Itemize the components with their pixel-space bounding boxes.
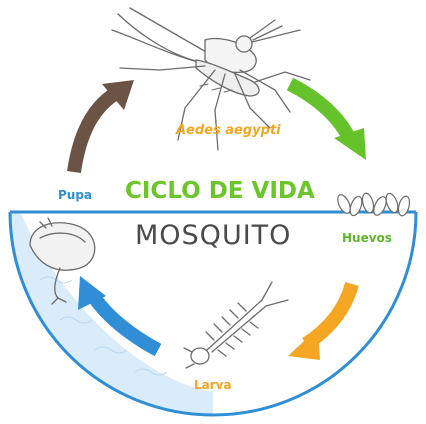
species-name: Aedes aegypti [175,123,281,138]
diagram-subtitle: MOSQUITO [135,220,291,251]
arrow-adult-to-eggs [286,77,366,160]
mosquito-adult-icon [111,7,311,151]
pupa-icon [29,217,96,305]
arrow-eggs-to-larva [288,281,359,360]
stage-label-larva: Larva [194,378,232,392]
stage-label-pupa: Pupa [58,188,92,202]
stage-label-huevos: Huevos [342,231,392,245]
larva-icon [183,281,289,369]
arrow-pupa-to-adult [67,80,134,174]
arrow-larva-to-pupa [78,276,162,357]
diagram-title: CICLO DE VIDA [125,178,315,204]
cycle-ring [8,211,418,417]
eggs-icon [337,192,411,217]
